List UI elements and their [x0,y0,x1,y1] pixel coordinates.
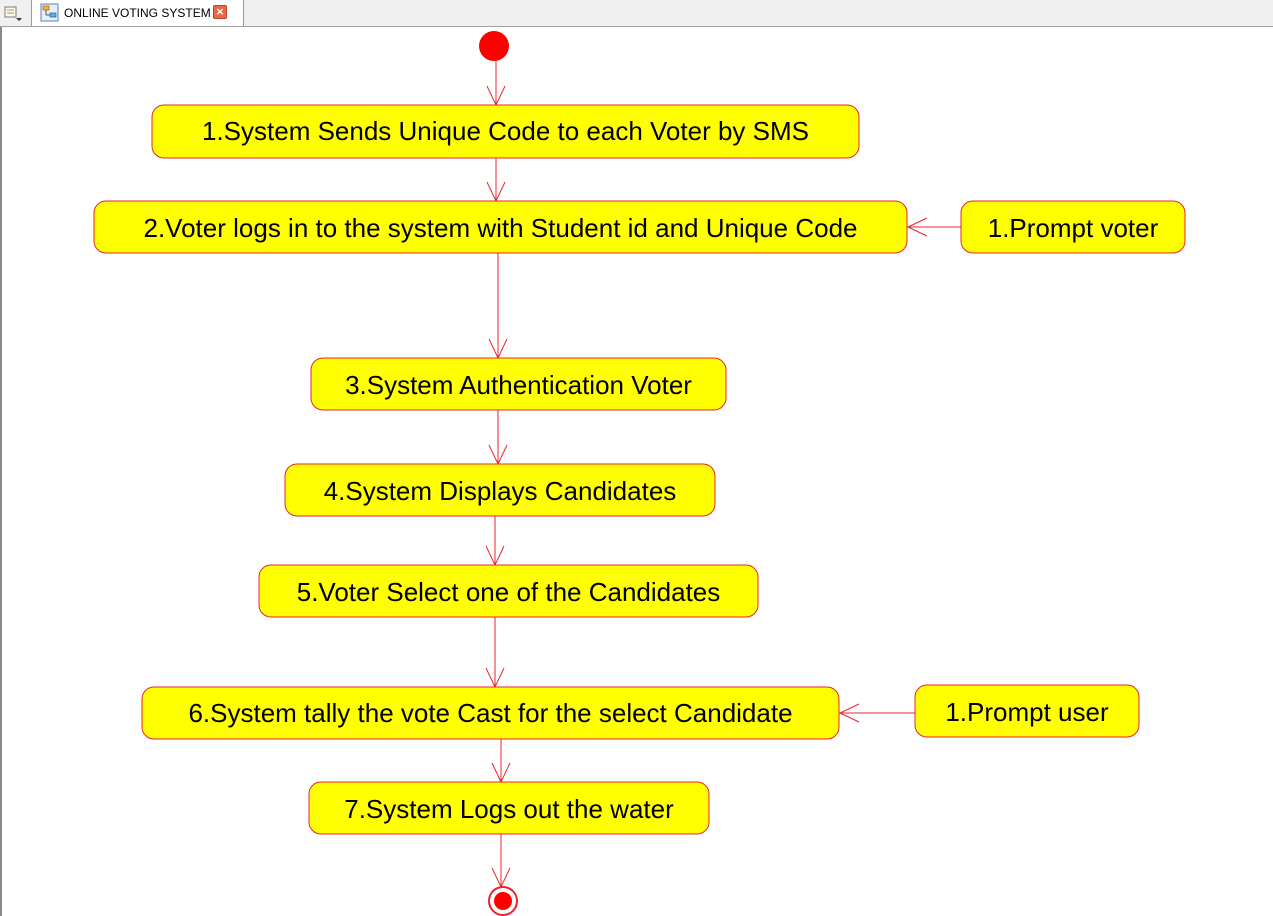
activity-node-6[interactable]: 6.System tally the vote Cast for the sel… [141,686,840,740]
close-icon[interactable]: × [213,5,227,19]
arrow-head [906,217,928,237]
activity-label: 7.System Logs out the water [344,794,674,824]
activity-label: 1.Prompt user [945,697,1109,727]
activity-label: 3.System Authentication Voter [345,370,692,400]
tab-online-voting-system[interactable]: ONLINE VOTING SYSTEM × [31,0,244,26]
activity-node-3[interactable]: 3.System Authentication Voter [310,357,727,411]
activity-label: 1.Prompt voter [988,213,1159,243]
prompt-voter-node[interactable]: 1.Prompt voter [960,200,1186,254]
activity-node-4[interactable]: 4.System Displays Candidates [284,463,716,517]
prompt-user-node[interactable]: 1.Prompt user [914,684,1140,738]
activity-node-1[interactable]: 1.System Sends Unique Code to each Voter… [151,104,860,159]
activity-label: 5.Voter Select one of the Candidates [297,577,721,607]
arrow-head [838,703,860,723]
activity-label: 2.Voter logs in to the system with Stude… [144,213,858,243]
activity-node-7[interactable]: 7.System Logs out the water [308,781,710,835]
activity-label: 6.System tally the vote Cast for the sel… [188,698,792,728]
initial-node [479,31,509,61]
document-menu-icon[interactable] [3,4,23,22]
activity-node-2[interactable]: 2.Voter logs in to the system with Stude… [93,200,908,254]
activity-node-5[interactable]: 5.Voter Select one of the Candidates [258,564,759,618]
activity-label: 4.System Displays Candidates [324,476,677,506]
tab-bar: ONLINE VOTING SYSTEM × [0,0,1273,27]
final-node-core [494,892,512,910]
tab-title: ONLINE VOTING SYSTEM [64,6,211,20]
activity-label: 1.System Sends Unique Code to each Voter… [202,116,809,146]
diagram-file-icon [40,3,60,23]
